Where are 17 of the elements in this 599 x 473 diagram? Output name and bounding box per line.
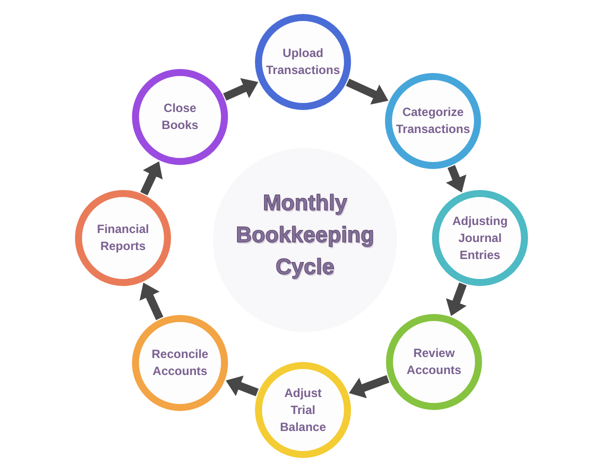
arrow	[140, 160, 163, 196]
arrow	[223, 78, 260, 101]
step-label: Adjusting Journal Entries	[451, 212, 509, 264]
step-label: Reconcile Accounts	[150, 346, 210, 380]
cycle-title: Monthly Bookkeeping Cycle	[234, 189, 376, 281]
arrow	[224, 376, 259, 396]
arrow	[446, 282, 467, 318]
step-label: Upload Transactions	[264, 45, 342, 79]
step-label: Review Accounts	[406, 345, 462, 379]
arrow	[446, 164, 466, 194]
step-label: Close Books	[160, 100, 200, 134]
step-label: Financial Reports	[96, 221, 150, 255]
step-label: Categorize Transactions	[394, 104, 472, 138]
arrow	[348, 375, 390, 398]
arrow	[346, 78, 390, 105]
step-label: Adjust Trial Balance	[278, 384, 328, 436]
arrow	[140, 280, 164, 320]
